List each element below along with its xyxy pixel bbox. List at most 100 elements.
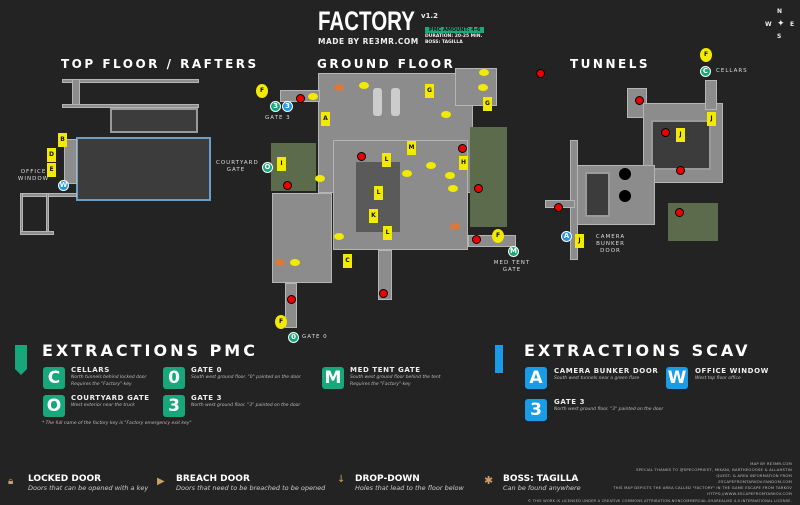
- extract-desc: South west ground floor behind the tent: [350, 375, 441, 380]
- spider-icon: ✱: [484, 474, 494, 487]
- extract-name: COURTYARD GATE: [71, 394, 150, 402]
- pit: [619, 168, 631, 180]
- drop-down-icon: ↓: [337, 474, 346, 485]
- spawn-marker: [635, 96, 644, 105]
- factory-key-marker[interactable]: F: [700, 48, 712, 62]
- key-marker-j[interactable]: J: [575, 234, 584, 248]
- pmc-icon: [15, 345, 27, 375]
- extract-courtyard[interactable]: O: [262, 162, 273, 173]
- extract-desc: West exterior near the truck: [71, 403, 135, 408]
- pit: [619, 190, 631, 202]
- pmc-badge-courtyard: O: [43, 395, 65, 417]
- scav-badge-office: W: [666, 367, 688, 389]
- label-gate3: GATE 3: [265, 115, 291, 121]
- key-marker-c[interactable]: C: [343, 254, 352, 268]
- credit-line: MAP BY RE3MR.COM: [750, 461, 792, 466]
- loot-marker-orange: [334, 84, 344, 91]
- key-marker-m[interactable]: M: [407, 141, 416, 155]
- key-marker-e[interactable]: E: [47, 163, 56, 177]
- compass-icon: N W ✦ E S: [765, 8, 795, 40]
- top-room: [110, 108, 198, 133]
- label-courtyard: COURTYARD GATE: [216, 160, 259, 173]
- factory-key-marker[interactable]: F: [275, 315, 287, 329]
- loot-marker: [359, 82, 369, 89]
- extract-desc: North tunnels behind locked door: [71, 375, 147, 380]
- med-tent-yard: [470, 127, 507, 227]
- loot-marker: [478, 84, 488, 91]
- extract-gate0[interactable]: 0: [288, 332, 299, 343]
- spawn-marker: [474, 184, 483, 193]
- scav-badge-gate3: 3: [525, 399, 547, 421]
- key-marker-k[interactable]: K: [369, 209, 378, 223]
- key-marker-g[interactable]: G: [425, 84, 434, 98]
- legend-title: BREACH DOOR: [176, 474, 250, 484]
- extract-desc: North west ground floor. "3" painted on …: [554, 407, 664, 412]
- top-floor-hall: [76, 137, 211, 201]
- loot-marker: [441, 111, 451, 118]
- spawn-marker: [661, 128, 670, 137]
- extract-cellars[interactable]: C: [700, 66, 711, 77]
- pmc-badge-gate3: 3: [163, 395, 185, 417]
- loot-marker: [479, 69, 489, 76]
- lock-icon: 🔒︎: [8, 476, 14, 487]
- extract-camera-bunker[interactable]: A: [561, 231, 572, 242]
- key-marker-j[interactable]: J: [707, 112, 716, 126]
- legend-desc: Doors that can be opened with a key: [28, 484, 149, 492]
- extract-name: GATE 3: [554, 398, 586, 406]
- loot-marker: [315, 175, 325, 182]
- key-marker-g[interactable]: G: [483, 97, 492, 111]
- label-office-window: OFFICE WINDOW: [17, 169, 50, 182]
- key-marker-l[interactable]: L: [374, 186, 383, 200]
- loot-marker: [448, 185, 458, 192]
- key-marker-l[interactable]: L: [383, 226, 392, 240]
- key-marker-d[interactable]: D: [47, 148, 56, 162]
- key-marker-b[interactable]: B: [58, 133, 67, 147]
- spawn-marker: [379, 289, 388, 298]
- credit-line[interactable]: ESCAPEFROMTARKOV.FANDOM.COM: [718, 479, 792, 484]
- credit-line: SPECIAL THANKS TO @SPECOPRIEST, MIKANI, …: [636, 467, 792, 472]
- label-cellars: CELLARS: [716, 68, 748, 74]
- extract-desc: North west ground floor. "3" painted on …: [191, 403, 301, 408]
- legend-desc: Doors that need to be breached to be ope…: [176, 484, 326, 492]
- spawn-marker: [554, 203, 563, 212]
- section-top-floor: TOP FLOOR / RAFTERS: [61, 57, 259, 71]
- key-marker-j[interactable]: J: [676, 128, 685, 142]
- extract-office-window[interactable]: W: [58, 180, 69, 191]
- legend-desc: Can be found anywhere: [503, 484, 581, 492]
- key-marker-h[interactable]: H: [459, 156, 468, 170]
- extract-name: OFFICE WINDOW: [695, 367, 769, 375]
- loot-marker-orange: [450, 223, 460, 230]
- extract-gate3-scav[interactable]: 3: [282, 101, 293, 112]
- rafter: [72, 79, 80, 107]
- extract-name: GATE 3: [191, 394, 223, 402]
- credit-line[interactable]: HTTPS://WWW.ESCAPEFROMTARKOV.COM: [707, 491, 792, 496]
- key-marker-i[interactable]: I: [277, 157, 286, 171]
- extract-med-tent[interactable]: M: [508, 246, 519, 257]
- pmc-badge-medtent: M: [322, 367, 344, 389]
- silo: [373, 88, 382, 116]
- factory-key-marker[interactable]: F: [492, 229, 504, 243]
- pmc-badge-cellars: C: [43, 367, 65, 389]
- rafter: [20, 193, 23, 233]
- label-med-tent: MED TENT GATE: [493, 260, 531, 273]
- pmc-badge-gate0: 0: [163, 367, 185, 389]
- pmc-footnote: * The full name of the factory key is "F…: [42, 421, 192, 426]
- key-marker-a[interactable]: A: [321, 112, 330, 126]
- loot-marker: [426, 162, 436, 169]
- legend-desc: Holes that lead to the floor below: [355, 484, 464, 492]
- compass-s: S: [777, 33, 782, 40]
- legend-title: LOCKED DOOR: [28, 474, 102, 484]
- key-marker-l[interactable]: L: [382, 153, 391, 167]
- compass-w: W: [765, 21, 772, 28]
- factory-key-marker[interactable]: F: [256, 84, 268, 98]
- extract-gate3-pmc[interactable]: 3: [270, 101, 281, 112]
- duration: DURATION: 20-25 MIN.: [425, 34, 483, 39]
- license: © THIS WORK IS LICENSED UNDER A CREATIVE…: [527, 499, 792, 503]
- south-corridor: [378, 250, 392, 300]
